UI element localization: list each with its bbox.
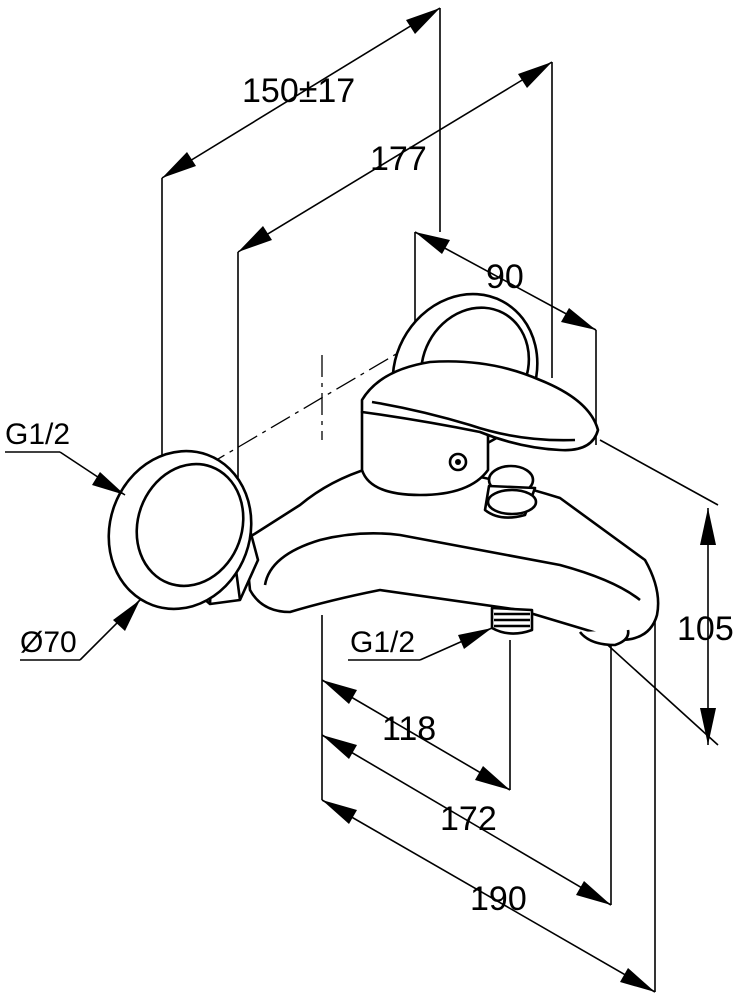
lever-top-line — [371, 400, 576, 442]
faucet-drawing — [107, 292, 660, 647]
mixer-column — [360, 410, 490, 497]
lever-handle — [360, 360, 600, 452]
dim-label-105: 105 — [677, 610, 734, 648]
spout-body — [243, 466, 660, 642]
callout-outlet-thread: G1/2 — [350, 626, 415, 659]
arrowhead — [576, 881, 611, 905]
arrowhead — [700, 708, 716, 745]
dim-label-190: 190 — [470, 880, 527, 918]
diverter-knob — [483, 464, 538, 519]
callout-flange-diameter: Ø70 — [20, 626, 77, 659]
arrowhead — [458, 628, 492, 649]
spout-highlight — [263, 532, 641, 602]
arrowhead — [475, 766, 510, 790]
dim-label-150: 150±17 — [242, 72, 355, 110]
arrowhead — [113, 600, 140, 631]
arrowhead — [322, 800, 357, 824]
arrowhead — [162, 152, 196, 178]
callout-inlet-thread: G1/2 — [5, 418, 70, 451]
arrowhead — [238, 226, 272, 252]
arrowhead — [415, 232, 450, 254]
dim-label-172: 172 — [440, 800, 497, 838]
arrowhead — [92, 472, 125, 495]
dim-label-177: 177 — [370, 140, 427, 178]
arrowhead — [561, 308, 596, 330]
spout-outlet — [578, 629, 630, 647]
dim-label-90: 90 — [486, 258, 524, 296]
front-wall-flange — [107, 449, 253, 611]
arrowhead — [322, 680, 357, 704]
arrowhead — [322, 735, 357, 759]
arrowhead — [406, 8, 440, 34]
dim-label-118: 118 — [382, 710, 436, 748]
arrowhead — [700, 508, 716, 545]
callout-leaders — [5, 451, 493, 661]
outlet-thread — [490, 606, 534, 635]
arrowhead — [620, 968, 655, 992]
arrowhead — [518, 62, 552, 88]
dimension-lines — [161, 7, 716, 993]
